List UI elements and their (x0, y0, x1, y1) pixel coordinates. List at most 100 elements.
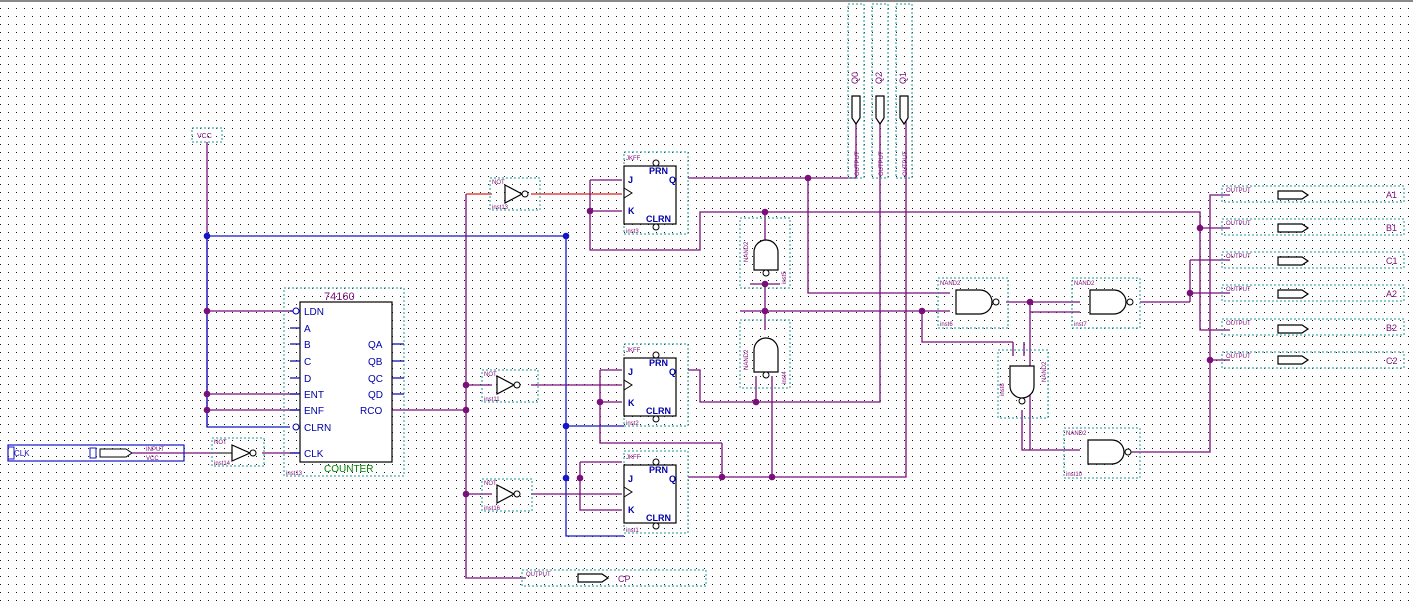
svg-text:inst16: inst16 (484, 506, 501, 512)
svg-text:CLRN: CLRN (646, 513, 671, 523)
svg-text:inst8: inst8 (1000, 383, 1006, 396)
not-gate-inst14[interactable]: NOT inst14 (211, 437, 265, 467)
output-pin-cp[interactable]: OUTPUT CP (521, 569, 707, 587)
nand-inst10[interactable]: NAND2 inst10 (1063, 427, 1141, 479)
counter-kind-label: COUNTER (324, 464, 373, 475)
svg-text:inst2: inst2 (626, 421, 639, 427)
svg-text:NAND2: NAND2 (1074, 281, 1095, 287)
not-gate-inst11[interactable]: NOT inst11 (481, 369, 539, 403)
counter-inst-label: inst13 (286, 471, 303, 477)
jkff-inst1[interactable]: JKFF inst1 PRN CLRN J K Q (623, 450, 689, 534)
svg-text:J: J (628, 367, 633, 377)
nand-inst5[interactable]: NAND2 inst5 (739, 217, 791, 289)
svg-text:Q: Q (669, 474, 676, 484)
svg-text:inst14: inst14 (214, 461, 231, 467)
clk-input-vcc: VCC (146, 456, 159, 462)
svg-text:ENF: ENF (304, 406, 324, 417)
svg-text:inst11: inst11 (484, 397, 500, 403)
nand-inst7[interactable]: NAND2 inst7 (1071, 277, 1141, 329)
output-pin-c1[interactable]: OUTPUT C1 (1221, 251, 1405, 269)
vcc-label: VCC (197, 133, 212, 140)
svg-text:NOT: NOT (484, 481, 497, 487)
svg-text:B2: B2 (1386, 323, 1397, 333)
output-pin-q1[interactable]: Q1 OUTPUT (895, 3, 913, 179)
svg-text:NAND2: NAND2 (1042, 361, 1048, 382)
clk-input-pin[interactable]: CLK INPUT VCC (7, 444, 185, 462)
svg-text:OUTPUT: OUTPUT (879, 151, 885, 176)
svg-text:QA: QA (368, 340, 383, 351)
not-gate-inst13[interactable]: NOT inst13 (489, 177, 541, 211)
svg-text:NAND2: NAND2 (744, 241, 750, 262)
output-pin-b1[interactable]: OUTPUT B1 (1221, 218, 1405, 236)
nand-inst8[interactable]: NAND2 inst8 (997, 349, 1049, 419)
svg-text:JKFF: JKFF (626, 455, 641, 461)
svg-text:C: C (304, 357, 311, 368)
svg-text:Q1: Q1 (898, 72, 908, 84)
svg-text:B1: B1 (1386, 223, 1397, 233)
svg-text:K: K (628, 398, 635, 408)
svg-text:inst10: inst10 (1066, 472, 1083, 478)
svg-text:inst13: inst13 (492, 205, 509, 211)
svg-text:NOT: NOT (214, 440, 227, 446)
svg-text:inst4: inst4 (782, 371, 788, 384)
not-gate-inst16[interactable]: NOT inst16 (481, 478, 533, 512)
counter-74160[interactable]: 74160 COUNTER inst13 LDN A B C D ENT ENF… (283, 287, 405, 477)
output-pin-b2[interactable]: OUTPUT B2 (1221, 318, 1405, 336)
svg-text:QD: QD (368, 390, 383, 401)
clk-input-name: CLK (14, 449, 30, 458)
svg-text:JKFF: JKFF (626, 156, 641, 162)
svg-text:CLRN: CLRN (304, 423, 331, 434)
svg-text:OUTPUT: OUTPUT (1226, 287, 1251, 293)
counter-type-label: 74160 (324, 291, 355, 303)
svg-text:C2: C2 (1386, 356, 1398, 366)
svg-text:CLK: CLK (304, 449, 324, 460)
svg-text:B: B (304, 340, 311, 351)
svg-text:J: J (628, 474, 633, 484)
svg-text:OUTPUT: OUTPUT (1226, 354, 1251, 360)
svg-text:Q: Q (669, 175, 676, 185)
svg-text:NOT: NOT (492, 180, 505, 186)
svg-text:QB: QB (368, 357, 383, 368)
svg-text:inst6: inst6 (940, 322, 953, 328)
svg-text:LDN: LDN (304, 307, 324, 318)
svg-text:OUTPUT: OUTPUT (1226, 321, 1251, 327)
svg-text:OUTPUT: OUTPUT (1226, 188, 1251, 194)
svg-text:J: J (628, 175, 633, 185)
svg-text:CLRN: CLRN (646, 214, 671, 224)
nand-inst4[interactable]: NAND2 inst4 (739, 319, 791, 389)
svg-text:JKFF: JKFF (626, 348, 641, 354)
output-pin-q0[interactable]: Q0 OUTPUT (847, 3, 865, 179)
svg-text:NAND2: NAND2 (1066, 431, 1087, 437)
svg-text:inst3: inst3 (626, 229, 639, 235)
svg-text:inst5: inst5 (782, 271, 788, 284)
svg-text:OUTPUT: OUTPUT (855, 151, 861, 176)
svg-text:Q: Q (669, 367, 676, 377)
svg-text:CP: CP (618, 574, 631, 584)
output-pin-c2[interactable]: OUTPUT C2 (1221, 351, 1405, 369)
svg-text:A: A (304, 324, 311, 335)
junction-dots (203, 174, 1214, 498)
jkff-inst2[interactable]: JKFF inst2 PRN CLRN J K Q (623, 343, 689, 427)
svg-text:D: D (304, 374, 311, 385)
svg-text:PRN: PRN (649, 166, 668, 176)
svg-text:OUTPUT: OUTPUT (1226, 221, 1251, 227)
svg-text:QC: QC (368, 374, 383, 385)
svg-text:C1: C1 (1386, 256, 1398, 266)
vcc-symbol[interactable]: VCC (191, 127, 223, 143)
jkff-inst3[interactable]: JKFF inst3 PRN CLRN J K Q (623, 151, 689, 235)
svg-text:RCO: RCO (360, 406, 382, 417)
svg-text:CLRN: CLRN (646, 406, 671, 416)
svg-text:inst7: inst7 (1074, 322, 1087, 328)
svg-text:NOT: NOT (484, 372, 497, 378)
clk-input-kind: INPUT (146, 447, 164, 453)
svg-text:PRN: PRN (649, 358, 668, 368)
output-pin-q2[interactable]: Q2 OUTPUT (871, 3, 889, 179)
nand-inst6[interactable]: NAND2 inst6 (937, 277, 1009, 329)
output-pin-a2[interactable]: OUTPUT A2 (1221, 284, 1405, 302)
svg-text:Q0: Q0 (850, 72, 860, 84)
svg-text:OUTPUT: OUTPUT (526, 572, 551, 578)
svg-text:ENT: ENT (304, 390, 324, 401)
output-pin-a1[interactable]: OUTPUT A1 (1221, 185, 1405, 203)
